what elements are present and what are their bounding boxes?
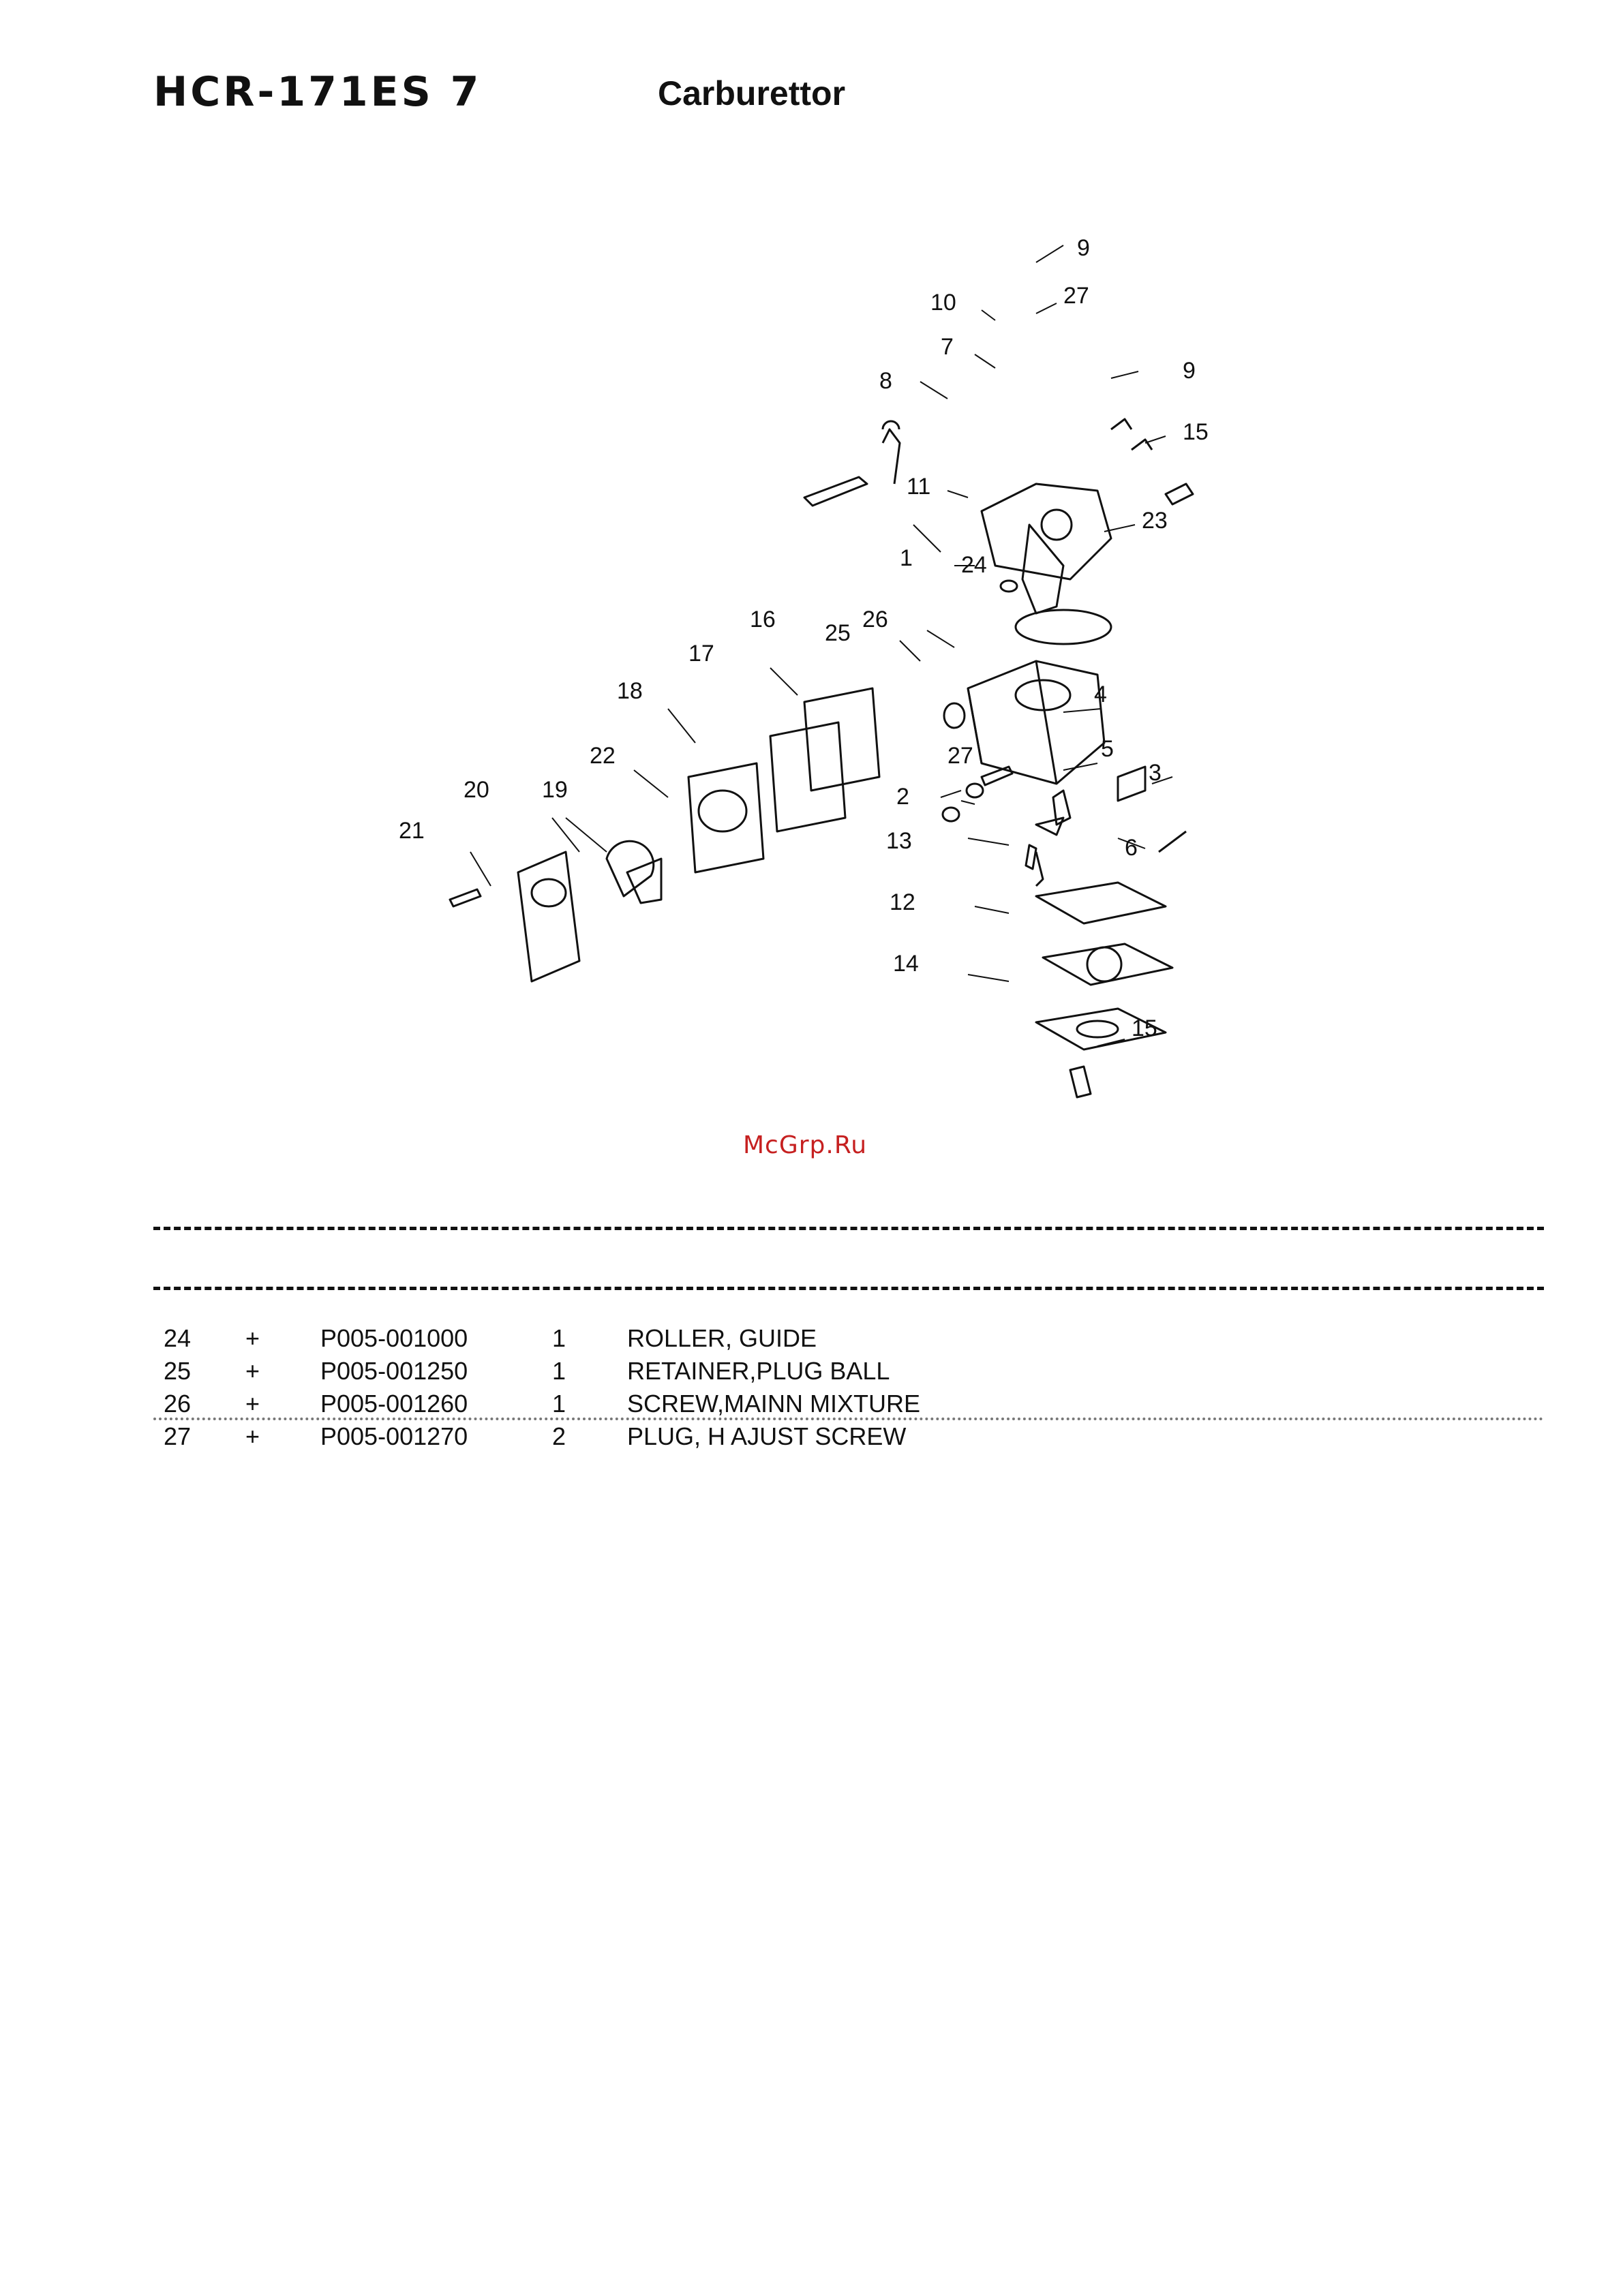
callout-label: 15 xyxy=(1132,1015,1157,1041)
callout-label: 2 xyxy=(896,784,909,810)
part-description: SCREW,MAINN MIXTURE xyxy=(627,1388,1544,1420)
carburettor-drawing: 9 10 27 7 9 8 15 11 23 1 24 16 26 25 17 … xyxy=(382,225,1275,1111)
callout-label: 18 xyxy=(617,678,643,704)
screw-9-part xyxy=(883,429,900,484)
callout-label: 23 xyxy=(1142,508,1168,534)
primer-bulb-19-part xyxy=(607,841,654,896)
watermark: McGrp.Ru xyxy=(743,1131,867,1159)
callout-label: 13 xyxy=(886,828,912,854)
callout-label: 12 xyxy=(890,889,915,915)
part-description: ROLLER, GUIDE xyxy=(627,1322,1544,1355)
callout-label: 10 xyxy=(930,290,956,316)
callout-label: 26 xyxy=(862,607,888,632)
cover-20-part xyxy=(518,852,579,981)
callout-label: 19 xyxy=(542,777,568,803)
throttle-shaft-part xyxy=(1042,510,1072,540)
callout-label: 22 xyxy=(590,743,616,769)
ref-number: 25 xyxy=(153,1355,245,1388)
exploded-parts-diagram: 9 10 27 7 9 8 15 11 23 1 24 16 26 25 17 … xyxy=(382,225,1275,1111)
table-row: 24 + P005-001000 1 ROLLER, GUIDE xyxy=(153,1322,1544,1355)
model-code: HCR-171ES 7 xyxy=(153,68,481,116)
part-number: P005-001250 xyxy=(320,1355,552,1388)
callout-label: 15 xyxy=(1183,419,1209,445)
callout-label: 20 xyxy=(464,777,489,803)
ref-number: 24 xyxy=(153,1322,245,1355)
callout-label: 25 xyxy=(825,620,851,646)
quantity: 1 xyxy=(552,1322,627,1355)
table-header-rule-top xyxy=(153,1227,1544,1230)
callout-label: 6 xyxy=(1125,835,1138,861)
callout-label: 14 xyxy=(893,951,919,977)
callout-label: 7 xyxy=(941,334,954,360)
callout-label: 17 xyxy=(688,641,714,667)
gasket-13-part xyxy=(1036,883,1166,923)
part-description: RETAINER,PLUG BALL xyxy=(627,1355,1544,1388)
ref-number: 26 xyxy=(153,1388,245,1420)
callout-label: 16 xyxy=(750,607,776,632)
callout-label: 24 xyxy=(961,552,987,578)
callout-label: 3 xyxy=(1149,760,1162,786)
callout-label: 9 xyxy=(1077,235,1090,261)
callout-label: 1 xyxy=(900,545,913,571)
kit-mark: + xyxy=(245,1322,320,1355)
parts-list-table: 24 + P005-001000 1 ROLLER, GUIDE 25 + P0… xyxy=(153,1322,1544,1453)
part-number: P005-001000 xyxy=(320,1322,552,1355)
ref-number: 27 xyxy=(153,1420,245,1453)
callout-label: 27 xyxy=(1063,283,1089,309)
part-number: P005-001270 xyxy=(320,1420,552,1453)
quantity: 1 xyxy=(552,1388,627,1420)
kit-mark: + xyxy=(245,1420,320,1453)
diaphragm-12-part xyxy=(1043,944,1172,985)
section-title: Carburettor xyxy=(658,74,845,113)
intake-neck-part xyxy=(1022,525,1063,613)
table-row: 25 + P005-001250 1 RETAINER,PLUG BALL xyxy=(153,1355,1544,1388)
quantity: 1 xyxy=(552,1355,627,1388)
table-row: 26 + P005-001260 1 SCREW,MAINN MIXTURE xyxy=(153,1388,1544,1420)
screw-21-part xyxy=(450,889,481,906)
kit-mark: + xyxy=(245,1355,320,1388)
o-ring-part xyxy=(1016,610,1111,644)
callout-label: 4 xyxy=(1094,682,1107,707)
part-number: P005-001260 xyxy=(320,1388,552,1420)
kit-mark: + xyxy=(245,1388,320,1420)
callout-label: 11 xyxy=(907,474,930,500)
idle-screw-part xyxy=(804,477,867,506)
throttle-cover-part xyxy=(982,484,1111,579)
callout-label: 9 xyxy=(1183,358,1196,384)
callout-label: 21 xyxy=(399,818,425,844)
callout-label: 8 xyxy=(879,368,892,394)
quantity: 2 xyxy=(552,1420,627,1453)
part-description: PLUG, H AJUST SCREW xyxy=(627,1420,1544,1453)
callout-label: 5 xyxy=(1101,736,1114,762)
callout-label: 27 xyxy=(947,743,973,769)
table-row: 27 + P005-001270 2 PLUG, H AJUST SCREW xyxy=(153,1420,1544,1453)
table-header-rule-bottom xyxy=(153,1287,1544,1290)
